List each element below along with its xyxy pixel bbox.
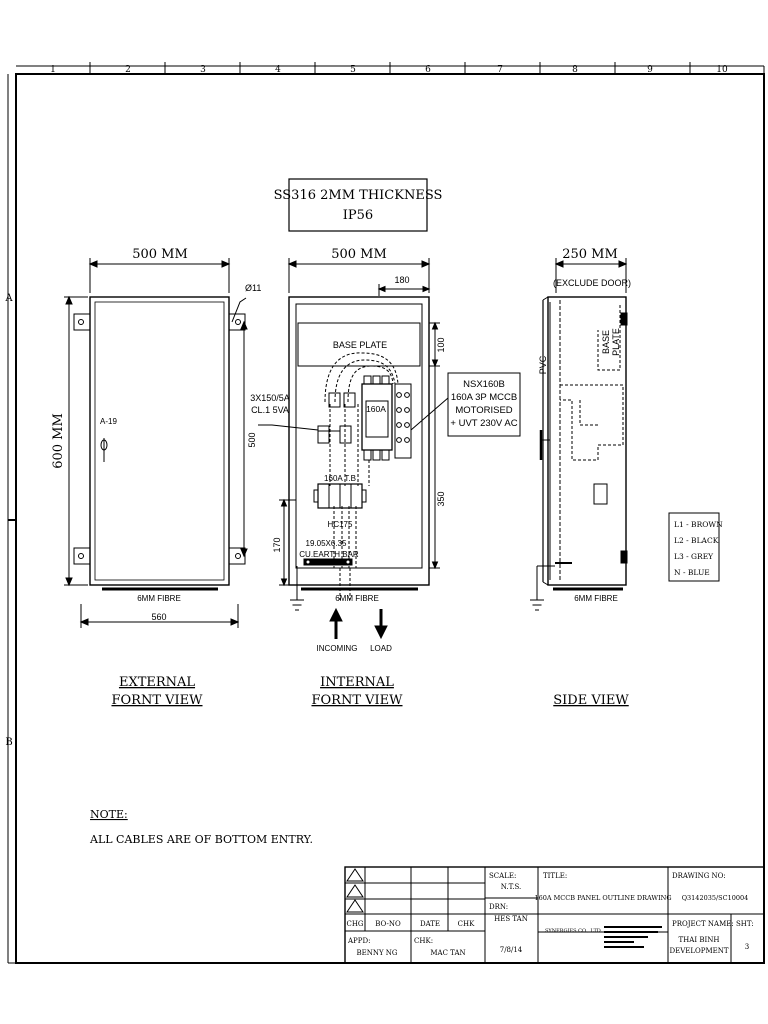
mccb-line-1: NSX160B [463, 379, 505, 390]
spec-box: SS316 2MM THICKNESS IP56 [274, 178, 443, 232]
legend-item-n: N - BLUE [674, 568, 710, 577]
grid-col-9: 9 [647, 65, 653, 75]
ct-label-line-1: 3X150/5A [250, 393, 290, 403]
tb-drawing-no-label: DRAWING NO: [672, 872, 726, 880]
grid-col-5: 5 [350, 65, 356, 75]
mccb-line-3: MOTORISED [455, 405, 512, 416]
tb-company: SYNERGIES CO., LTD. [545, 928, 603, 934]
earth-bar-line-2: CU.EARTH BAR [299, 550, 359, 559]
incoming-label: INCOMING [317, 644, 358, 653]
tb-drawing-no-value: Q3142035/SC10004 [682, 894, 749, 902]
legend-item-l2: L2 - BLACK [674, 536, 719, 545]
tb-project-label: PROJECT NAME: [672, 920, 734, 928]
tb-sht-value: 3 [745, 943, 749, 951]
wire-colour-legend: L1 - BROWN L2 - BLACK L3 - GREY N - BLUE [668, 512, 723, 582]
side-exclude-label: (EXCLUDE DOOR) [553, 278, 631, 288]
tb-bo-no: BO-NO [375, 920, 401, 928]
load-label: LOAD [370, 644, 392, 653]
grid-col-10: 10 [716, 65, 728, 75]
grid-col-3: 3 [200, 65, 206, 75]
internal-front-view [258, 258, 449, 611]
legend-item-l1: L1 - BROWN [674, 520, 723, 529]
base-plate-label: BASE PLATE [333, 340, 387, 350]
spec-line-2: IP56 [343, 208, 373, 223]
ext-height-label: 600 MM [51, 413, 66, 469]
company-address-block [604, 926, 662, 948]
grid-col-8: 8 [572, 65, 578, 75]
tb-chk-label: CHK: [414, 937, 433, 945]
tb-chk-header: CHK [458, 920, 475, 928]
int-top-label: 100 [436, 337, 446, 352]
int-title-line-1: INTERNAL [320, 675, 394, 690]
ext-bottom-label: 560 [151, 612, 166, 622]
title-block-text: CHG BO-NO DATE CHK APPD: BENNY NG CHK: M… [346, 872, 753, 957]
note-heading: NOTE: [90, 808, 128, 821]
note-text: ALL CABLES ARE OF BOTTOM ENTRY. [89, 833, 313, 846]
int-width-label: 500 MM [331, 247, 387, 262]
tb-project-line-1: THAI BINH [679, 936, 720, 944]
side-base-plate-line-2: PLATE [611, 328, 621, 356]
int-title-line-2: FORNT VIEW [311, 693, 403, 708]
grid-column-labels: 1 2 3 4 5 6 7 8 9 10 [50, 65, 728, 75]
legend-item-l3: L3 - GREY [674, 552, 714, 561]
tb-scale-label: SCALE: [489, 872, 516, 880]
pvc-label: PVC [538, 355, 548, 374]
ct-label-line-2: CL.1 5VA [251, 405, 289, 415]
terminal-model-label: HC175 [328, 520, 353, 529]
tb-appd-label: APPD: [347, 937, 370, 945]
side-view [530, 258, 628, 611]
grid-col-7: 7 [497, 65, 503, 75]
grid-row-a: A [4, 293, 13, 304]
tb-scale-value: N.T.S. [501, 883, 522, 891]
tb-title-value: 160A MCCB PANEL OUTLINE DRAWING [534, 894, 671, 902]
side-base-label: 6MM FIBRE [574, 594, 618, 603]
grid-col-6: 6 [425, 65, 431, 75]
side-width-label: 250 MM [562, 247, 618, 262]
tb-date-value: 7/8/14 [500, 946, 523, 954]
terminal-label: 160A T.B [324, 474, 356, 483]
earth-bar-line-1: 19.05X6.35 [306, 539, 347, 548]
side-title: SIDE VIEW [553, 693, 629, 708]
tb-title-label: TITLE: [543, 872, 567, 880]
grid-col-2: 2 [125, 65, 131, 75]
mccb-line-4: + UVT 230V AC [450, 418, 517, 429]
mccb-callout: NSX160B 160A 3P MCCB MOTORISED + UVT 230… [447, 372, 521, 437]
ext-base-label: 6MM FIBRE [137, 594, 181, 603]
grid-col-1: 1 [50, 65, 56, 75]
ext-lock-label: A-19 [100, 417, 117, 426]
tb-chg: CHG [346, 920, 363, 928]
mccb-line-2: 160A 3P MCCB [451, 392, 517, 403]
ext-width-label: 500 MM [132, 247, 188, 262]
tb-date-header: DATE [420, 920, 440, 928]
grid-col-4: 4 [275, 65, 281, 75]
ext-title-line-2: FORNT VIEW [111, 693, 203, 708]
tb-sht-label: SHT: [736, 920, 754, 928]
power-arrows [329, 607, 388, 640]
ext-inner-height-label: 500 [247, 432, 257, 447]
int-base-label: 6MM FIBRE [335, 594, 379, 603]
tb-drn-label: DRN: [489, 903, 508, 911]
int-bottom-label: 170 [272, 537, 282, 552]
breaker-label: 160A [366, 404, 386, 414]
int-mid-label: 350 [436, 491, 446, 506]
ext-hole-label: Ø11 [245, 283, 261, 293]
tb-project-line-2: DEVELOPMENT [669, 947, 728, 955]
tb-appd-name: BENNY NG [356, 949, 397, 957]
external-front-view [64, 258, 248, 628]
ext-title-line-1: EXTERNAL [119, 675, 195, 690]
grid-row-b: B [5, 737, 12, 748]
tb-chk-name: MAC TAN [430, 949, 465, 957]
tb-drn-name: HES TAN [494, 915, 528, 923]
side-base-plate-line-1: BASE [601, 330, 611, 354]
spec-line-1: SS316 2MM THICKNESS [274, 188, 443, 203]
int-offset-label: 180 [394, 275, 409, 285]
